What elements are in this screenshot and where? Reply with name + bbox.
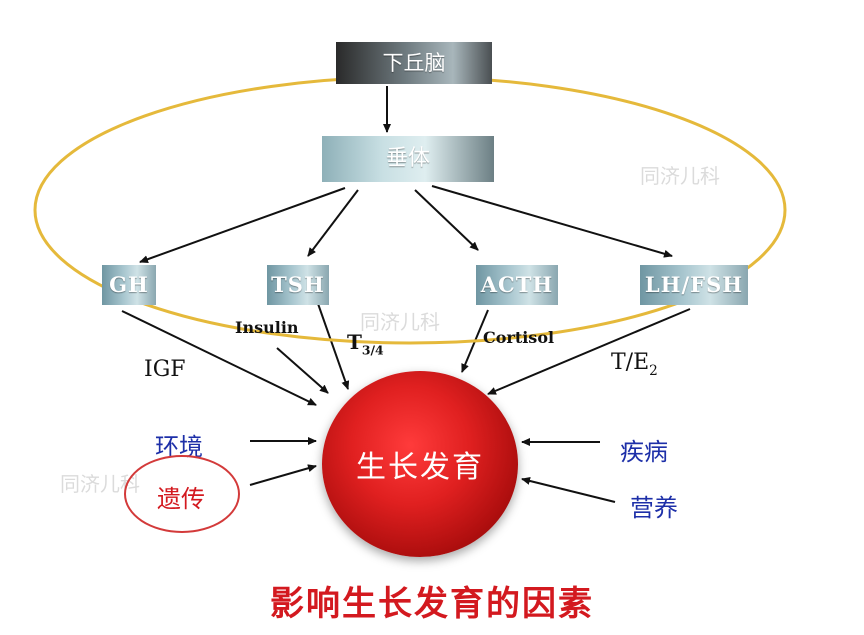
cortisol-label: Cortisol bbox=[483, 328, 555, 347]
disease-label: 疾病 bbox=[620, 438, 668, 466]
tsh-box: TSH bbox=[267, 265, 329, 305]
arrow-genetics-core bbox=[249, 464, 317, 486]
nutrition-label: 营养 bbox=[630, 494, 678, 522]
slide-caption: 影响生长发育的因素 bbox=[270, 584, 594, 624]
growth-development-circle: 生长发育 bbox=[322, 371, 518, 557]
arrow-lhfsh-core bbox=[487, 308, 691, 395]
hypothalamus-box: 下丘脑 bbox=[336, 42, 492, 84]
gh-box: GH bbox=[102, 265, 156, 305]
arrow-pituitary-tsh bbox=[307, 189, 359, 257]
lhfsh-box: LH/FSH bbox=[640, 265, 748, 305]
acth-box: ACTH bbox=[476, 265, 558, 305]
te2-label: T/E2 bbox=[611, 350, 658, 378]
igf-label: IGF bbox=[144, 357, 186, 382]
arrow-gh-core bbox=[121, 310, 317, 406]
watermark-logo-center: 同济儿科 bbox=[360, 310, 440, 334]
arrow-tsh-core bbox=[315, 297, 350, 390]
insulin-label: Insulin bbox=[235, 318, 299, 337]
te2-main: T/E bbox=[611, 350, 650, 375]
te2-sub: 2 bbox=[649, 363, 658, 380]
genetics-highlight-ring bbox=[124, 455, 240, 533]
arrow-insulin-core bbox=[276, 347, 329, 394]
pituitary-box: 垂体 bbox=[322, 136, 494, 182]
growth-development-label: 生长发育 bbox=[356, 450, 484, 485]
t34-main: T bbox=[347, 330, 362, 354]
t34-label: T3/4 bbox=[347, 330, 384, 356]
arrow-pituitary-acth bbox=[414, 189, 479, 251]
genetics-label: 遗传 bbox=[157, 485, 205, 513]
watermark-logo-top-right: 同济儿科 bbox=[640, 164, 720, 188]
arrow-nutrition-core bbox=[521, 477, 616, 503]
t34-sub: 3/4 bbox=[361, 342, 384, 358]
arrow-pituitary-lhfsh bbox=[431, 185, 673, 258]
arrow-pituitary-gh bbox=[139, 187, 346, 264]
